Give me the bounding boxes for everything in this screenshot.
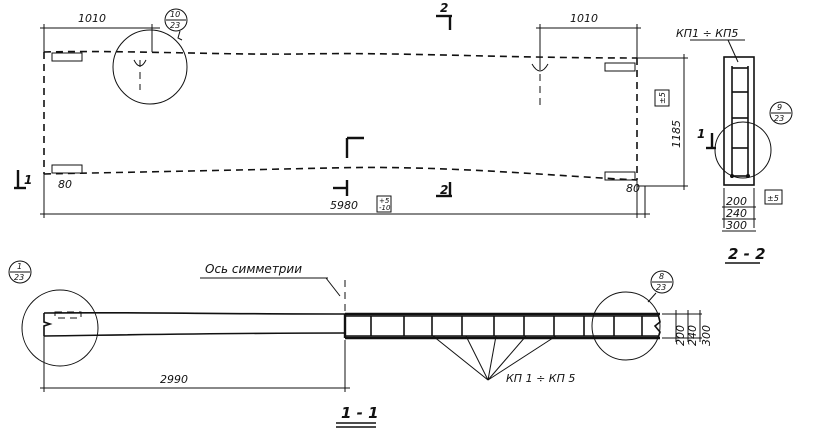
dim-5980: 5980 [330,199,358,212]
tol-2-2: ±5 [767,194,779,203]
dim-240-2-2: 240 [726,207,747,220]
svg-text:23: 23 [14,273,24,282]
svg-text:10: 10 [170,10,180,19]
svg-text:8: 8 [659,272,664,281]
tol-width: ±5 [658,92,667,104]
dim-1010-left: 1010 [78,12,106,25]
dim-200-2-2: 200 [726,195,747,208]
dim-200-1-1: 200 [674,325,687,346]
svg-text:23: 23 [170,21,180,30]
detail-circle-1-1-left [21,289,99,367]
label-kp-1-1: КП 1 ÷ КП 5 [506,372,575,385]
svg-text:1: 1 [17,262,22,271]
svg-text:2: 2 [440,183,448,197]
dim-2990: 2990 [160,373,188,386]
title-1-1: 1 - 1 [341,404,379,422]
callout-1-23: 1 23 [8,260,32,284]
dim-80-left: 80 [58,178,72,191]
detail-circle-plan-left [112,29,188,105]
section-mark-2-top: 2 [436,1,452,30]
section-mark-2-bottom: 2 [436,182,452,198]
section-2-2: КП1 ÷ КП5 9 23 1 200 2 [676,27,793,264]
detail-circle-2-2 [714,121,772,179]
label-kp-2-2: КП1 ÷ КП5 [676,27,738,40]
svg-text:9: 9 [777,103,782,112]
tol-length-top: +5 [379,197,390,205]
dim-1010-right: 1010 [570,12,598,25]
svg-text:2: 2 [440,1,448,15]
svg-text:1: 1 [24,173,32,187]
plan-view: 1010 10 23 2 1010 [14,1,688,218]
svg-text:1: 1 [697,127,705,141]
axis-of-symmetry-label: Ось симметрии [205,262,302,276]
dim-300-2-2: 300 [726,219,747,232]
dim-240-1-1: 240 [686,325,699,346]
detail-circle-1-1-right [591,291,661,361]
svg-text:23: 23 [774,114,784,123]
section-1-1: Ось симметрии 1 23 [8,260,713,428]
callout-10-23: 10 23 [164,8,188,41]
dim-300-1-1: 300 [700,325,713,346]
dim-80-right: 80 [626,182,640,195]
section-mark-1-left: 1 [14,170,32,190]
title-2-2: 2 - 2 [728,245,766,263]
dim-1185: 1185 [670,120,683,148]
callout-8-23: 8 23 [647,270,674,303]
tol-length-bottom: -10 [379,204,391,212]
callout-9-23: 9 23 [769,101,793,125]
svg-text:23: 23 [656,283,666,292]
